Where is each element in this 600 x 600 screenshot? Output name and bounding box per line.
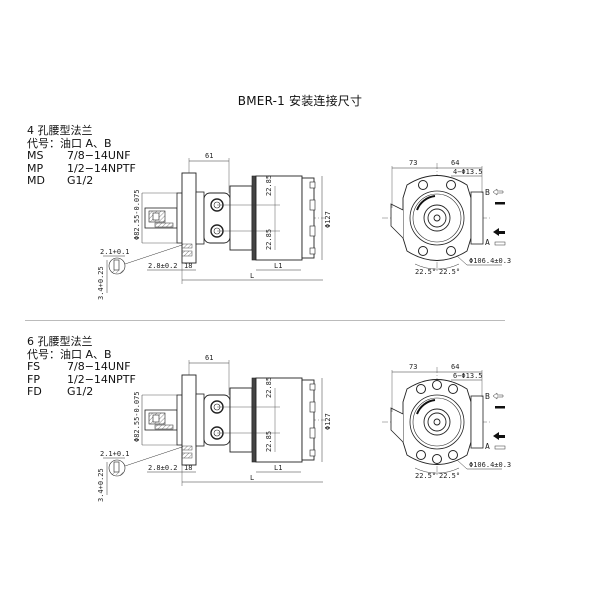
port-b-arrow-icon (492, 392, 504, 400)
dim-pilot-len: 2.8±0.2 (148, 464, 178, 472)
dim-flange-thk: 18 (184, 262, 192, 270)
dim-L1: L1 (274, 464, 282, 472)
variant-thread: G1/2 (67, 174, 94, 187)
port-label: 代号：油口 A、B (27, 136, 112, 150)
dim-pilot-dia: Φ82.55-0.075 (133, 189, 141, 240)
variant-code: FP (27, 372, 40, 386)
dim-61: 61 (205, 152, 213, 160)
side-view-6-hole: 61 22.85 22.85 Φ127 Φ82.55-0.075 L1 L 2.… (97, 354, 332, 502)
variant-code: FS (27, 360, 41, 373)
section-heading: 6 孔腰型法兰 (27, 335, 93, 348)
port-a-bar-icon (494, 445, 506, 450)
port-b-arrow-icon (492, 188, 504, 196)
detail-depth: 3.4+0.25 (97, 266, 105, 300)
port-b-label: B (485, 392, 490, 401)
port-b-label: B (485, 188, 490, 197)
variant-row: FS 7/8−14UNF (27, 360, 136, 374)
variant-code: MD (27, 174, 45, 187)
port-a-arrow-icon (493, 432, 505, 440)
angle-right: 22.5° (439, 472, 460, 480)
port-a-arrow-icon (493, 228, 505, 236)
front-view-6-hole: 73 64 6−Φ13.5 Φ106.4±0.3 22.5° 22.5° B A (382, 363, 511, 480)
section-divider (25, 320, 505, 321)
detail-width: 2.1+0.1 (100, 450, 130, 458)
drawing-title: BMER-1 安装连接尺寸 (237, 94, 363, 108)
variant-thread: 7/8−14UNF (67, 149, 131, 162)
variant-code: MS (27, 149, 44, 162)
variant-row: MP 1/2−14NPTF (27, 161, 136, 176)
dim-port-upper: 22.85 (265, 377, 273, 398)
dim-L: L (250, 474, 254, 482)
dim-L1: L1 (274, 262, 282, 270)
dim-flange-thk: 18 (184, 464, 192, 472)
dim-body-dia: Φ127 (324, 211, 332, 228)
variant-row: FD G1/2 (27, 385, 136, 399)
port-a-label: A (485, 238, 490, 247)
side-view-4-hole: 61 22.85 22.85 Φ127 Φ82.55-0.075 L1 L 2.… (97, 152, 332, 300)
detail-depth: 3.4+0.25 (97, 468, 105, 502)
dim-64: 64 (451, 363, 459, 371)
dim-73: 73 (409, 159, 417, 167)
variant-thread: G1/2 (67, 385, 94, 398)
dim-port-upper: 22.85 (265, 175, 273, 196)
spec-block-6-hole: 6 孔腰型法兰 代号：油口 A、B FS 7/8−14UNF FP 1/2−14NP… (27, 335, 136, 399)
dim-64: 64 (451, 159, 459, 167)
dim-port-lower: 22.85 (265, 431, 273, 452)
dim-pilot-dia: Φ82.55-0.075 (133, 391, 141, 442)
front-view-4-hole: 73 64 4−Φ13.5 Φ106.4±0.3 22.5° 22.5° B A (382, 159, 511, 276)
section-heading: 4 孔腰型法兰 (27, 124, 93, 137)
angle-left: 22.5° (415, 268, 436, 276)
detail-width: 2.1+0.1 (100, 248, 130, 256)
port-label: 代号：油口 A、B (27, 347, 112, 361)
bolt-circle-label: Φ106.4±0.3 (469, 257, 511, 265)
angle-right: 22.5° (439, 268, 460, 276)
port-b-bar-icon (495, 202, 505, 205)
port-a-label: A (485, 442, 490, 451)
variant-thread: 1/2−14NPTF (67, 161, 136, 175)
port-a-bar-icon (494, 241, 506, 246)
variant-row: MS 7/8−14UNF (27, 149, 136, 163)
angle-left: 22.5° (415, 472, 436, 480)
spec-block-4-hole: 4 孔腰型法兰 代号：油口 A、B MS 7/8−14UNF MP 1/2−14NP… (27, 124, 136, 188)
port-b-bar-icon (495, 406, 505, 409)
dim-61: 61 (205, 354, 213, 362)
bolt-circle-label: Φ106.4±0.3 (469, 461, 511, 469)
variant-thread: 7/8−14UNF (67, 360, 131, 373)
dim-port-lower: 22.85 (265, 229, 273, 250)
variant-code: FD (27, 385, 42, 398)
dim-pilot-len: 2.8±0.2 (148, 262, 178, 270)
bolt-holes-label: 4−Φ13.5 (453, 168, 483, 176)
dim-73: 73 (409, 363, 417, 371)
variant-row: MD G1/2 (27, 174, 136, 188)
bolt-holes-label: 6−Φ13.5 (453, 372, 483, 380)
dim-body-dia: Φ127 (324, 413, 332, 430)
dim-L: L (250, 272, 254, 280)
variant-code: MP (27, 161, 44, 175)
variant-thread: 1/2−14NPTF (67, 372, 136, 386)
variant-row: FP 1/2−14NPTF (27, 372, 136, 387)
